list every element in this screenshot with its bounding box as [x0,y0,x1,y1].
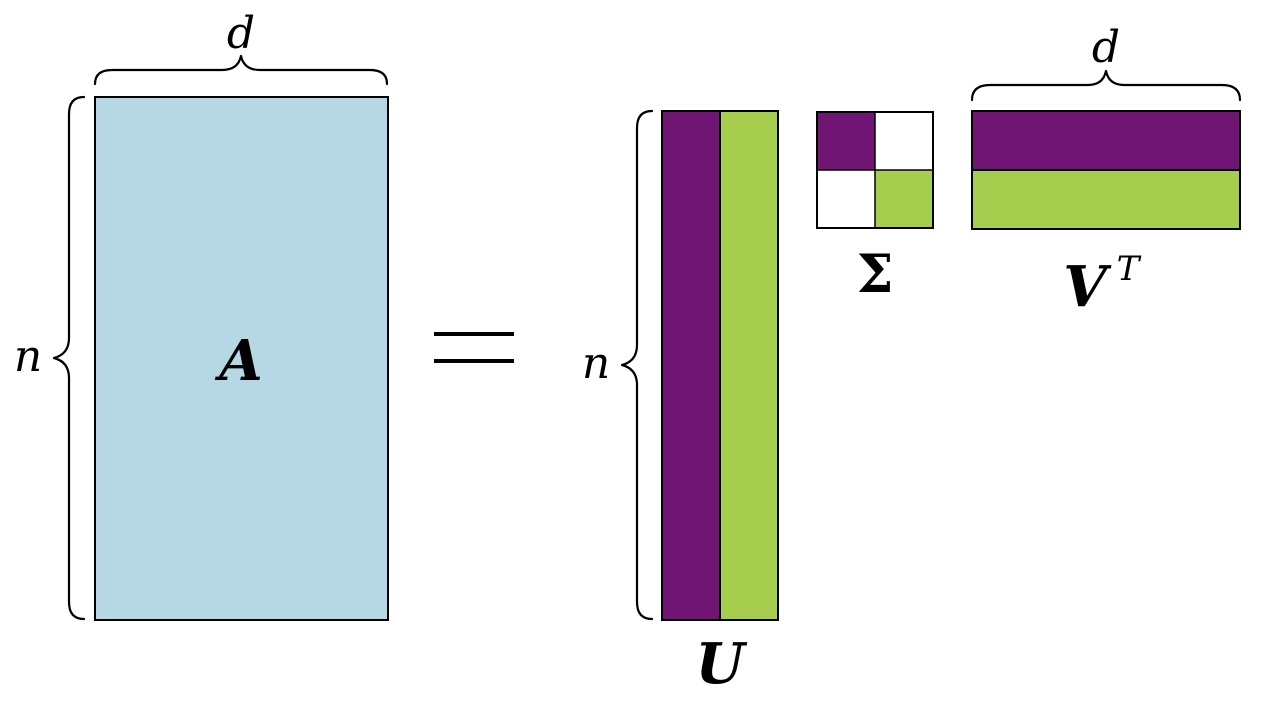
matrix-vt-superscript: T [1117,249,1142,289]
matrix-u-rows-brace [620,109,654,621]
sigma-cell-11 [817,112,875,170]
matrix-a-rows-brace [52,95,86,621]
matrix-u-label: U [696,631,748,697]
matrix-sigma: Σ [816,111,934,305]
matrix-a-rect [94,96,389,621]
matrix-a-cols-label: d [227,8,255,59]
matrix-u: n U [582,109,779,697]
matrix-vt-cols-brace [970,69,1242,102]
matrix-vt-cols-label: d [1092,22,1120,73]
matrix-vt-row-1 [971,110,1241,171]
sigma-cell-21 [817,170,875,228]
matrix-a-rows-label: n [14,331,42,382]
matrix-u-column-1 [661,110,721,621]
matrix-vt-row-2 [971,169,1241,230]
sigma-outline [816,111,934,229]
matrix-u-column-2 [719,110,779,621]
sigma-cell-12 [875,112,933,170]
matrix-a-cols-brace [93,54,389,86]
matrix-u-rows-label: n [582,338,610,389]
sigma-cell-22 [875,170,933,228]
equals-sign [434,332,514,363]
matrix-sigma-label: Σ [857,244,894,305]
matrix-a: d n A [14,8,389,621]
matrix-a-label: A [214,328,262,394]
matrix-vt-label: V [1063,254,1112,320]
matrix-vt: d V T [970,22,1242,320]
